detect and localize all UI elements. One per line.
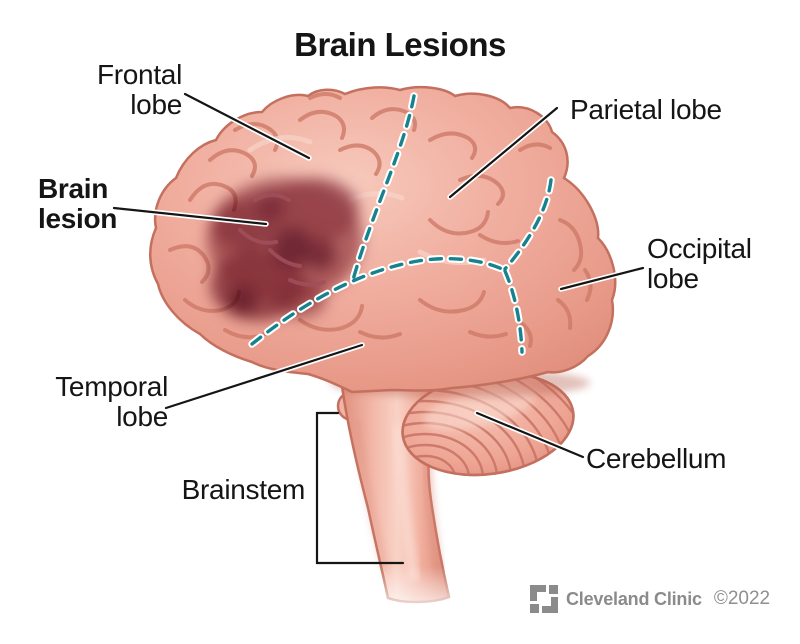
brainstem-bracket bbox=[315, 411, 405, 565]
lobe-boundary-dashes bbox=[248, 92, 555, 356]
temporal-lobe-line bbox=[164, 343, 364, 410]
brand-name: Cleveland Clinic bbox=[566, 588, 702, 609]
cerebrum-shape bbox=[149, 85, 617, 394]
label-cerebellum: Cerebellum bbox=[586, 443, 727, 474]
cerebellum-line bbox=[475, 411, 585, 459]
label-parietal-lobe: Parietal lobe bbox=[570, 94, 722, 125]
label-brainstem: Brainstem bbox=[181, 474, 306, 505]
parietal-lobe-line bbox=[448, 106, 559, 199]
leader-lines bbox=[111, 91, 646, 565]
footer: Cleveland Clinic ©2022 bbox=[530, 585, 770, 613]
copyright-text: ©2022 bbox=[713, 588, 771, 609]
page-title: Brain Lesions bbox=[294, 26, 506, 63]
label-temporal-lobe: Temporal lobe bbox=[55, 371, 168, 432]
occipital-lobe-line bbox=[559, 266, 645, 291]
cleveland-clinic-logo-icon bbox=[530, 585, 558, 613]
label-frontal-lobe: Frontal lobe bbox=[96, 59, 182, 120]
label-brain-lesion: Brain lesion bbox=[38, 173, 118, 234]
brain-lesion-line bbox=[112, 206, 268, 226]
label-occipital-lobe: Occipital lobe bbox=[647, 233, 752, 294]
frontal-lobe-line bbox=[183, 92, 311, 160]
brain-lesion-area bbox=[207, 178, 363, 321]
